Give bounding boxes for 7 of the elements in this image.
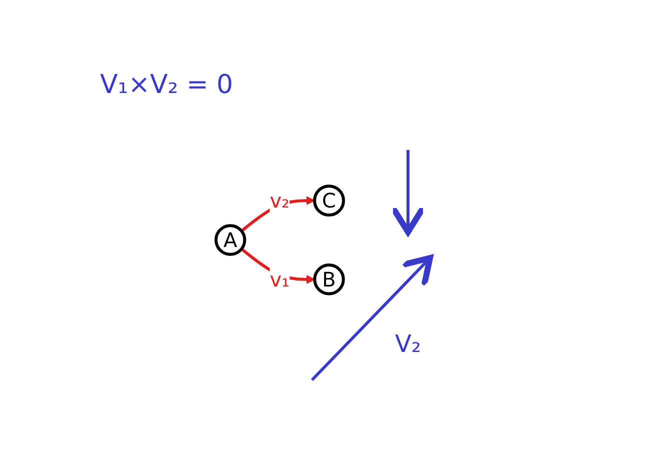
vector-label: V₂ — [395, 330, 422, 358]
equation-note: V₁×V₂ = 0 — [100, 70, 234, 100]
node-circle: C — [313, 184, 346, 217]
node-circle: A — [214, 224, 246, 256]
node-circle: B — [313, 264, 346, 296]
edge-label: v₁ — [270, 267, 290, 292]
edge-label: v₂ — [270, 188, 290, 213]
